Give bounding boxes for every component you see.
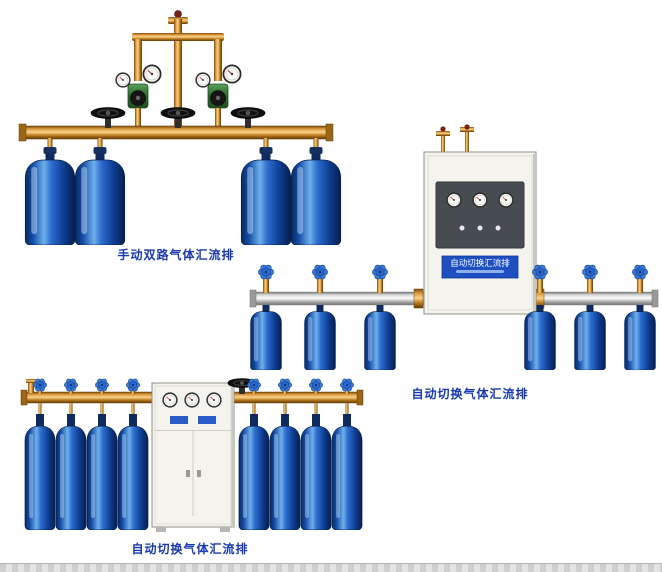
valve-handwheel <box>90 107 126 128</box>
cylinder-valve-wheel <box>247 378 261 392</box>
gas-cylinder <box>331 378 363 530</box>
valve-handwheel <box>160 107 196 128</box>
valve-handwheel <box>230 107 266 128</box>
control-cabinet: 自动切换汇流排 <box>423 124 537 315</box>
gas-cylinder <box>117 378 149 530</box>
cylinder-valve-wheel <box>372 264 388 280</box>
manual-manifold-illustration <box>18 10 342 245</box>
auto-manifold-wall-illustration: 自动切换汇流排 <box>249 124 659 370</box>
gas-cylinder <box>250 264 282 370</box>
cylinder-valve-wheel <box>64 378 78 392</box>
gas-cylinder <box>24 138 76 245</box>
pressure-gauge <box>195 72 211 88</box>
gas-cylinder <box>574 264 606 370</box>
gas-cylinder <box>290 138 342 245</box>
control-cabinet <box>151 382 235 532</box>
gas-cylinder <box>55 378 87 530</box>
figure-caption: 自动切换气体汇流排 <box>411 387 529 401</box>
cylinder-valve-wheel <box>258 264 274 280</box>
gas-cylinder <box>240 138 292 245</box>
gas-cylinder <box>304 264 336 370</box>
gas-cylinder <box>269 378 301 530</box>
gas-cylinder <box>238 378 270 530</box>
figure-caption: 手动双路气体汇流排 <box>117 248 235 262</box>
cylinder-valve-wheel <box>632 264 648 280</box>
cylinder-valve-wheel <box>532 264 548 280</box>
cylinder-valve-wheel <box>33 378 47 392</box>
gas-cylinder <box>74 138 126 245</box>
top-valve-assembly <box>132 10 224 127</box>
cylinder-valve-wheel <box>312 264 328 280</box>
pressure-gauge <box>472 192 488 208</box>
pressure-regulator-left <box>115 64 162 128</box>
cylinder-valve-wheel <box>582 264 598 280</box>
cylinder-valve-wheel <box>95 378 109 392</box>
figure-auto-switch-manifold-floor <box>14 378 366 536</box>
figure-caption: 自动切换气体汇流排 <box>131 542 249 556</box>
gas-cylinder <box>624 264 656 370</box>
cabinet-name-plate: 自动切换汇流排 <box>441 255 519 279</box>
pressure-gauge <box>446 192 462 208</box>
pressure-gauge <box>115 72 131 88</box>
cylinder-valve-wheel <box>340 378 354 392</box>
pressure-gauge <box>142 64 162 84</box>
cabinet-plate-text: 自动切换汇流排 <box>450 258 510 268</box>
gas-cylinder <box>24 378 56 530</box>
pressure-gauge <box>162 392 178 408</box>
gas-cylinder <box>364 264 396 370</box>
figure-auto-switch-manifold-wall: 自动切换汇流排 <box>248 124 660 386</box>
cylinder-valve-wheel <box>309 378 323 392</box>
pressure-gauge <box>222 64 242 84</box>
page-bottom-strip <box>0 563 662 572</box>
auto-manifold-floor-illustration <box>20 378 364 532</box>
pressure-gauge <box>184 392 200 408</box>
pressure-regulator-right <box>195 64 242 128</box>
gas-cylinder <box>86 378 118 530</box>
valve-handwheel <box>227 378 257 394</box>
cylinder-valve-wheel <box>278 378 292 392</box>
gas-cylinder <box>300 378 332 530</box>
gas-cylinder <box>524 264 556 370</box>
pressure-gauge <box>206 392 222 408</box>
figure-manual-dual-manifold <box>8 6 344 248</box>
cylinder-valve-wheel <box>126 378 140 392</box>
pressure-gauge <box>498 192 514 208</box>
manifold-pipe <box>18 123 334 142</box>
